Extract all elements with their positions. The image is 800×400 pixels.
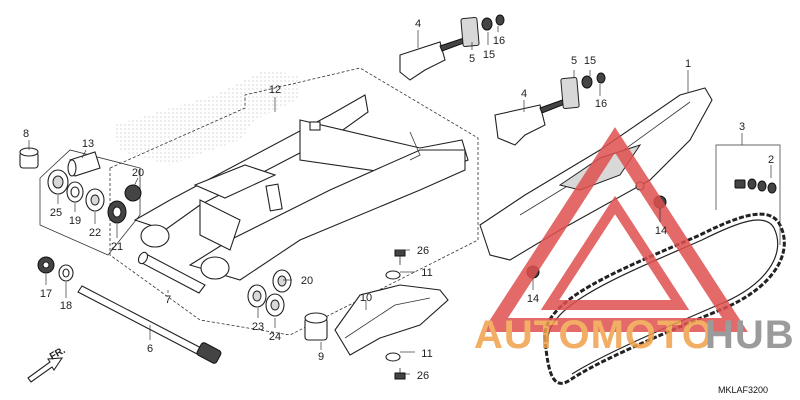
callout-10: 10 [360,292,372,304]
bolt-26-bottom [394,368,406,380]
bushing-20-top [124,184,142,202]
callout-16a: 16 [493,35,505,47]
chain-adjuster-lower [494,72,606,146]
callout-19: 19 [69,215,81,227]
bolt-26-top [394,249,406,265]
callout-16b: 16 [595,98,607,110]
front-direction-arrow: FR. [27,345,68,383]
watermark-triangle-outer [482,127,748,332]
swingarm [133,94,469,281]
watermark-text-prefix: AUTOMOTO [474,313,714,357]
callout-3: 3 [739,121,745,133]
chain-slider [334,284,449,356]
bushing-20-bottom [272,269,292,293]
bearing-24 [265,293,285,317]
callout-14b: 14 [527,293,539,305]
bearing-25 [47,169,69,195]
drive-chain [543,212,786,385]
bearing-21 [107,200,127,224]
nut-11-top [385,270,401,280]
callout-7: 7 [165,294,171,306]
callout-12: 12 [269,84,281,96]
callout-4b: 4 [521,88,527,100]
callout-23: 23 [252,321,264,333]
seal-19 [66,181,84,203]
callout-20a: 20 [132,167,144,179]
nut-11-bottom [385,352,401,362]
callout-6: 6 [147,343,153,355]
leader-lines [28,26,689,375]
callout-4a: 4 [415,18,421,30]
swingarm-shadow [115,70,300,165]
callout-22: 22 [89,227,101,239]
watermark-text-suffix: HUB [705,313,795,357]
direction-label: FR. [48,345,68,363]
diagram-code: MKLAF3200 [718,385,768,395]
watermark: AUTOMOTO HUB [474,127,795,357]
callout-15b: 15 [584,55,596,67]
callout-26b: 26 [417,370,429,382]
callout-20b: 20 [301,275,313,287]
callout-13: 13 [82,138,94,150]
callout-11a: 11 [421,267,432,279]
callout-1: 1 [685,58,691,70]
callout-bracket-3 [715,133,781,245]
callout-17: 17 [40,288,52,300]
callout-26a: 26 [417,245,429,257]
callout-24: 24 [269,331,281,343]
collar [137,251,206,294]
callout-5b: 5 [571,55,577,67]
callout-numbers: 1 2 3 4 4 5 5 6 7 8 9 10 11 11 12 13 14 … [23,18,774,382]
watermark-triangle-inner [540,195,690,310]
bearing-23 [247,284,267,308]
callout-2: 2 [768,154,774,166]
bushing-13 [67,151,101,177]
callout-21: 21 [111,241,123,253]
callout-15a: 15 [483,49,495,61]
chain-adjuster-upper [399,14,505,81]
washer-18 [58,264,74,282]
bushing-8 [19,147,39,169]
callout-8: 8 [23,128,29,140]
bearing-22 [85,188,105,212]
callout-9: 9 [318,351,324,363]
callout-18: 18 [60,300,72,312]
callout-5a: 5 [469,53,475,65]
bushing-group-frame [39,149,141,256]
swingarm-group-frame [109,67,479,336]
callout-25: 25 [50,207,62,219]
collar-9 [304,312,328,341]
callout-11b: 11 [421,348,432,360]
nut-17 [37,256,55,274]
master-link [734,178,777,194]
callout-14a: 14 [655,225,667,237]
pivot-shaft [77,285,222,364]
